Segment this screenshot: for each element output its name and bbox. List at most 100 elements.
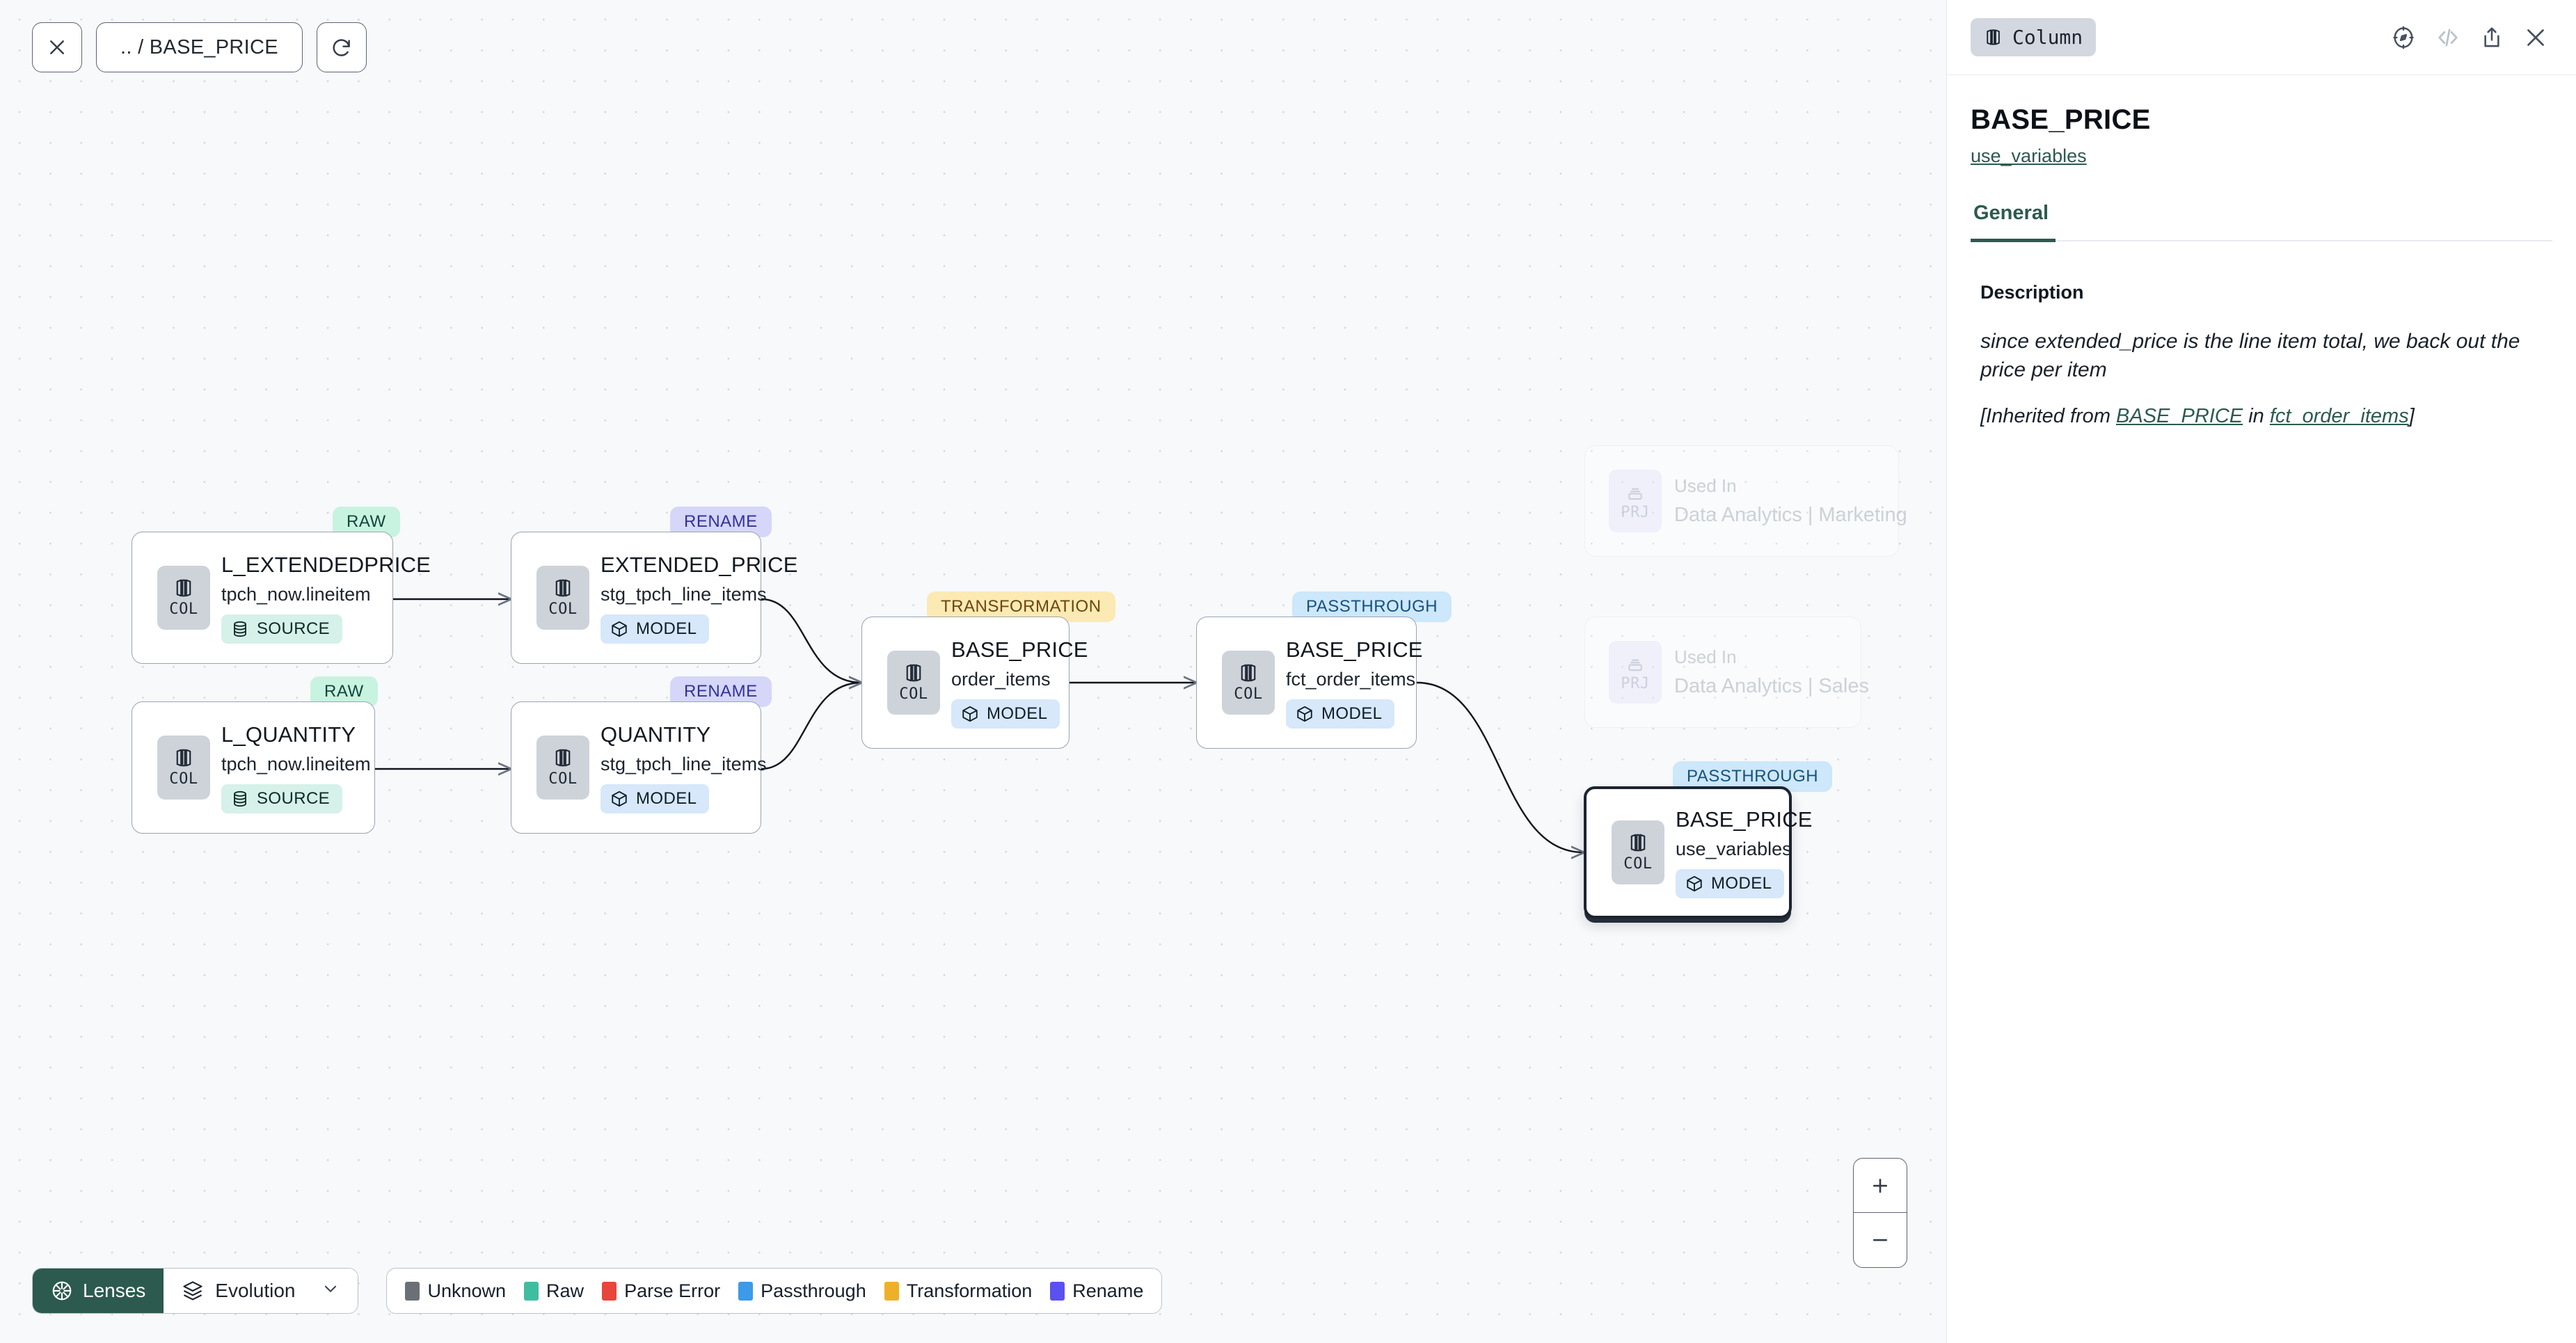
node-type-chip: COL bbox=[157, 566, 210, 630]
refresh-button[interactable] bbox=[316, 22, 367, 72]
legend-item[interactable]: Unknown bbox=[405, 1280, 506, 1302]
used-in-label: Used In bbox=[1674, 646, 1737, 667]
node-tag-model: MODEL bbox=[951, 699, 1060, 729]
legend-swatch bbox=[738, 1281, 754, 1301]
node-tag-model: MODEL bbox=[601, 784, 710, 813]
view-code-button[interactable] bbox=[2435, 25, 2460, 50]
details-panel: Column bbox=[1946, 0, 2576, 1343]
node-title: EXTENDED_PRICE bbox=[601, 552, 798, 577]
node-subtitle: tpch_now.lineitem bbox=[221, 583, 371, 605]
legend-label: Transformation bbox=[906, 1280, 1033, 1301]
legend-label: Parse Error bbox=[624, 1280, 721, 1301]
lenses-label: Lenses bbox=[83, 1280, 146, 1301]
node-tag-label: MODEL bbox=[1321, 704, 1383, 723]
legend-swatch bbox=[884, 1281, 899, 1301]
legend-label: Raw bbox=[546, 1280, 585, 1301]
tab-general[interactable]: General bbox=[1971, 202, 2056, 242]
columns-icon bbox=[555, 579, 571, 597]
legend-item[interactable]: Parse Error bbox=[602, 1280, 720, 1302]
used-in-label: Used In bbox=[1674, 475, 1737, 496]
inherited-column-link[interactable]: BASE_PRICE bbox=[2116, 405, 2243, 428]
project-chip: PRJ bbox=[1609, 470, 1662, 532]
legend-label: Unknown bbox=[427, 1280, 507, 1301]
aperture-icon bbox=[52, 1281, 72, 1301]
node-title: L_QUANTITY bbox=[221, 722, 356, 747]
chevron-down-icon bbox=[321, 1280, 340, 1303]
share-button[interactable] bbox=[2480, 26, 2504, 49]
inherited-model-link[interactable]: fct_order_items bbox=[2269, 405, 2409, 428]
description-text: since extended_price is the line item to… bbox=[1980, 329, 2520, 381]
description-inherited: [Inherited from BASE_PRICE in fct_order_… bbox=[1980, 405, 2543, 428]
refresh-icon bbox=[333, 38, 351, 56]
compass-icon bbox=[2393, 26, 2414, 49]
node-type-chip: COL bbox=[536, 566, 589, 630]
node-tag-label: MODEL bbox=[636, 788, 697, 808]
inherited-prefix: [Inherited from bbox=[1980, 405, 2117, 428]
node-tag-label: MODEL bbox=[987, 704, 1048, 723]
description-label: Description bbox=[1980, 281, 2084, 303]
parent-model-link-wrap: use_variables bbox=[1947, 136, 2576, 167]
close-panel-button[interactable] bbox=[2523, 25, 2548, 50]
explore-compass-button[interactable] bbox=[2391, 25, 2416, 50]
node-type-label: COL bbox=[1623, 855, 1653, 873]
page-title: BASE_PRICE bbox=[1971, 104, 2151, 135]
columns-icon bbox=[1987, 29, 2000, 45]
zoom-out-button[interactable] bbox=[1854, 1213, 1907, 1267]
columns-icon bbox=[176, 579, 191, 597]
node-tag-source: SOURCE bbox=[221, 784, 343, 813]
columns-icon bbox=[1630, 834, 1646, 852]
canvas-toolbar: .. / BASE_PRICE bbox=[32, 22, 367, 72]
used-in-name: Data Analytics | Sales bbox=[1674, 675, 1869, 697]
lineage-canvas[interactable]: .. / BASE_PRICE bbox=[0, 0, 1946, 1343]
entity-type-chip[interactable]: Column bbox=[1971, 18, 2097, 56]
edge-quantity-baseprice bbox=[761, 683, 861, 770]
breadcrumb: .. / BASE_PRICE bbox=[120, 35, 278, 58]
columns-icon bbox=[1241, 664, 1256, 682]
evolution-label: Evolution bbox=[215, 1280, 296, 1301]
share-icon bbox=[2484, 26, 2499, 47]
legend-item[interactable]: Rename bbox=[1050, 1280, 1143, 1302]
panel-header-actions bbox=[2391, 25, 2548, 50]
legend-item[interactable]: Transformation bbox=[884, 1280, 1033, 1302]
node-tag-source: SOURCE bbox=[221, 614, 343, 644]
canvas-bottom-bar: Lenses Evolution Unknown Raw Parse Error Pa… bbox=[32, 1268, 1163, 1314]
legend-swatch bbox=[602, 1281, 617, 1301]
used-in-name: Data Analytics | Marketing bbox=[1674, 504, 1907, 526]
evolution-dropdown[interactable]: Evolution bbox=[164, 1269, 358, 1313]
node-type-label: COL bbox=[548, 770, 578, 788]
close-graph-button[interactable] bbox=[32, 22, 82, 72]
node-type-chip: COL bbox=[157, 736, 210, 800]
breadcrumb-button[interactable]: .. / BASE_PRICE bbox=[96, 22, 303, 72]
legend-item[interactable]: Raw bbox=[524, 1280, 584, 1302]
parent-model-link[interactable]: use_variables bbox=[1971, 145, 2087, 166]
node-subtitle: stg_tpch_line_items bbox=[601, 583, 767, 605]
legend-item[interactable]: Passthrough bbox=[738, 1280, 866, 1302]
used-in-card[interactable]: PRJ Used In Data Analytics | Marketing bbox=[1584, 445, 1907, 557]
node-tag-model: MODEL bbox=[1286, 699, 1395, 729]
project-icon bbox=[1628, 659, 1642, 671]
node-type-label: COL bbox=[169, 770, 198, 788]
zoom-in-button[interactable] bbox=[1854, 1159, 1907, 1213]
node-tag-label: MODEL bbox=[1711, 873, 1772, 893]
node-type-chip: COL bbox=[536, 736, 589, 800]
node-type-label: COL bbox=[899, 685, 928, 703]
lenses-button[interactable]: Lenses bbox=[33, 1269, 164, 1313]
close-icon bbox=[2527, 29, 2544, 46]
used-in-body: Used In Data Analytics | Marketing bbox=[1674, 475, 1907, 527]
cube-icon bbox=[612, 621, 627, 637]
